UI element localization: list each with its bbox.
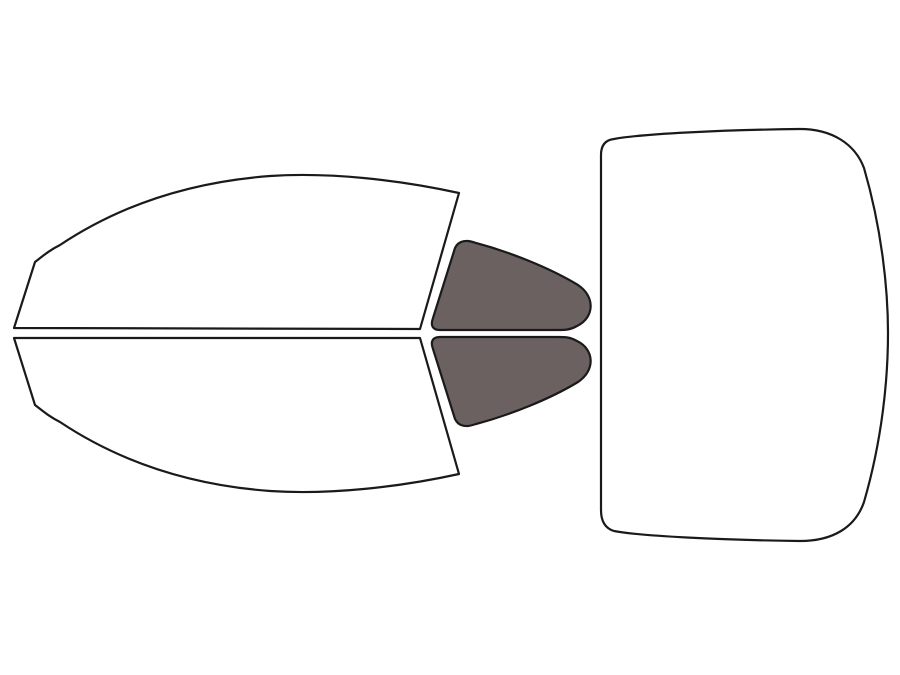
rear-quarter-window-bottom[interactable] <box>430 335 592 428</box>
rear-quarter-window-top[interactable] <box>430 239 592 332</box>
front-door-window-top[interactable] <box>12 173 461 331</box>
front-door-window-bottom[interactable] <box>12 336 461 494</box>
rear-windshield[interactable] <box>599 127 890 543</box>
